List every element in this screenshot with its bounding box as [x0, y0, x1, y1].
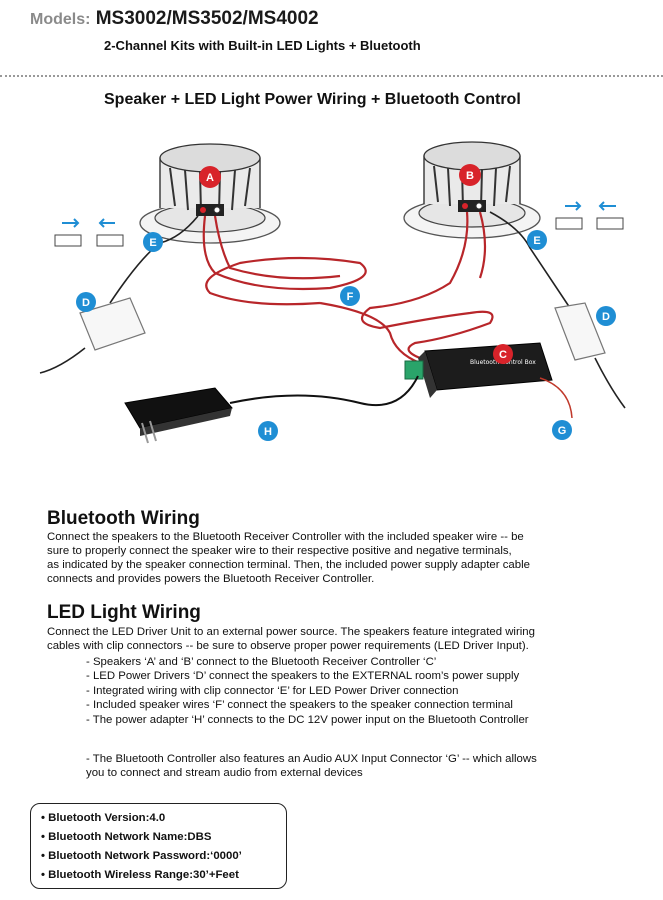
led-line: Connect the LED Driver Unit to an extern… [47, 626, 535, 638]
models-value: MS3002/MS3502/MS4002 [95, 8, 319, 29]
svg-text:A: A [206, 172, 214, 184]
spec-item: • Bluetooth Network Password:‘0000’ [41, 850, 242, 862]
aux-note: - The Bluetooth Controller also features… [86, 752, 646, 780]
wiring-diagram: Bluetooth Control Box A B C D D E E F G … [39, 141, 626, 444]
aux-line: you to connect and stream audio from ext… [86, 767, 363, 779]
bluetooth-line: as indicated by the speaker connection t… [47, 559, 530, 571]
svg-text:E: E [533, 235, 540, 247]
svg-text:D: D [602, 311, 610, 323]
clip-connector-left [54, 218, 124, 247]
svg-text:B: B [466, 170, 474, 182]
bluetooth-line: Connect the speakers to the Bluetooth Re… [47, 531, 524, 543]
list-item: - Speakers ‘A’ and ‘B’ connect to the Bl… [86, 656, 437, 668]
callout-a: A [199, 166, 221, 188]
svg-text:C: C [499, 349, 507, 361]
header: Models: MS3002/MS3502/MS4002 2-Channel K… [0, 0, 663, 78]
callout-e-right: E [527, 230, 547, 250]
svg-text:E: E [149, 237, 156, 249]
models-line: Models: MS3002/MS3502/MS4002 [30, 8, 319, 30]
led-wiring-intro: Connect the LED Driver Unit to an extern… [47, 625, 637, 653]
callout-e-left: E [143, 232, 163, 252]
callout-c: C [493, 344, 513, 364]
list-item: - Integrated wiring with clip connector … [86, 684, 459, 697]
svg-text:D: D [82, 297, 90, 309]
diagram-title: Speaker + LED Light Power Wiring + Bluet… [104, 91, 521, 108]
spec-item: • Bluetooth Wireless Range:30’+Feet [41, 869, 239, 881]
list-item: - The power adapter ‘H’ connects to the … [86, 713, 529, 726]
led-line: cables with clip connectors -- be sure t… [47, 640, 529, 652]
bluetooth-wiring-title: Bluetooth Wiring [47, 508, 200, 529]
bluetooth-line: connects and provides powers the Bluetoo… [47, 573, 375, 585]
subtitle: 2-Channel Kits with Built-in LED Lights … [104, 38, 421, 53]
callout-d-right: D [596, 306, 616, 326]
aux-line: - The Bluetooth Controller also features… [86, 753, 537, 765]
speaker-b [403, 141, 541, 239]
bluetooth-wiring-body: Connect the speakers to the Bluetooth Re… [47, 530, 637, 586]
svg-text:F: F [347, 291, 354, 303]
power-adapter [124, 375, 419, 444]
clip-connector-right [555, 201, 624, 230]
dotted-divider [0, 75, 663, 77]
spec-item: • Bluetooth Network Name:DBS [41, 831, 212, 843]
callout-h: H [258, 421, 278, 441]
speaker-wire-coil [202, 211, 494, 365]
list-item: - LED Power Drivers ‘D’ connect the spea… [86, 670, 520, 683]
led-wiring-list: - Speakers ‘A’ and ‘B’ connect to the Bl… [86, 655, 529, 727]
bluetooth-line: sure to properly connect the speaker wir… [47, 545, 512, 557]
aux-cable [539, 377, 573, 419]
bluetooth-control-box: Bluetooth Control Box [404, 342, 553, 398]
callout-f: F [340, 286, 360, 306]
specs-box: • Bluetooth Version:4.0 • Bluetooth Netw… [30, 803, 287, 889]
led-wiring-title: LED Light Wiring [47, 602, 201, 623]
led-driver-left [79, 297, 146, 351]
list-item: - Included speaker wires ‘F’ connect the… [86, 699, 513, 712]
led-driver-right [554, 302, 606, 361]
models-label: Models: [30, 11, 91, 28]
callout-d-left: D [76, 292, 96, 312]
svg-text:G: G [558, 425, 567, 437]
callout-b: B [459, 164, 481, 186]
callout-g: G [552, 420, 572, 440]
svg-text:H: H [264, 426, 272, 438]
speaker-a [139, 143, 281, 244]
spec-item: • Bluetooth Version:4.0 [41, 812, 166, 824]
